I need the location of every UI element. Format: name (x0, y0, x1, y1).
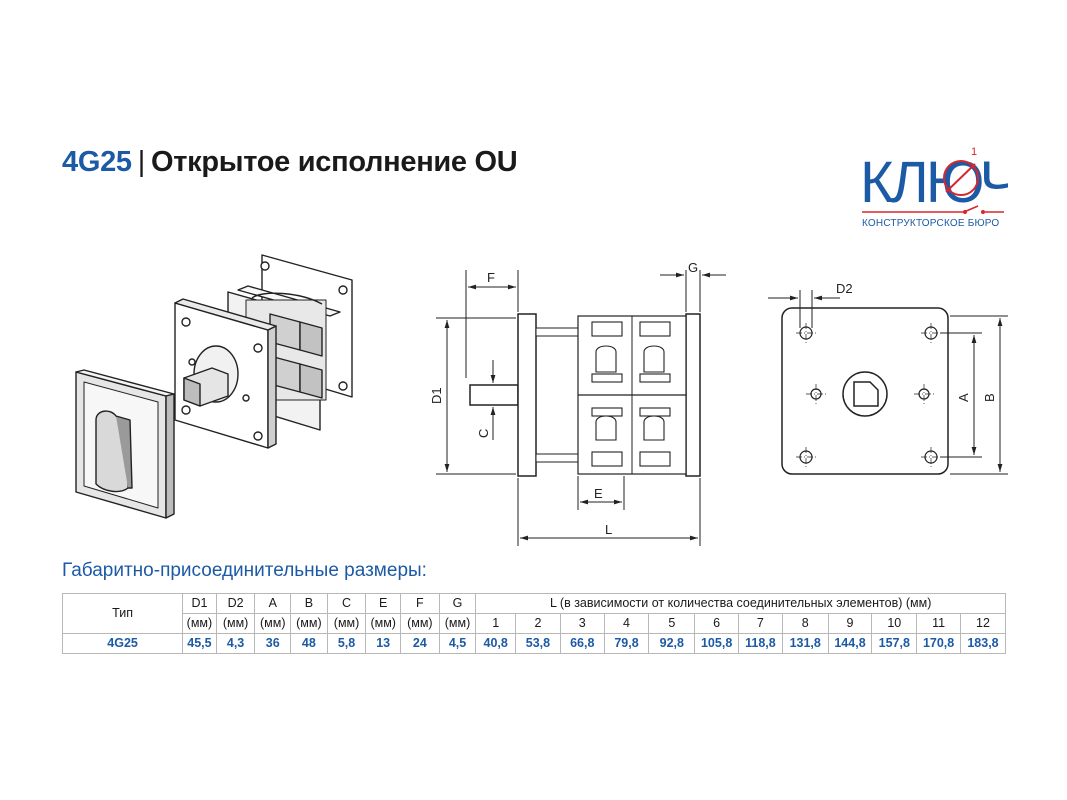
label-d1: D1 (429, 387, 444, 404)
l-value-cell: 92,8 (648, 633, 696, 654)
header-g: G (438, 593, 477, 614)
dim-cell: 48 (290, 633, 328, 654)
l-column-header: 7 (738, 613, 783, 634)
l-value-cell: 118,8 (738, 633, 783, 654)
type-cell: 4G25 (61, 633, 184, 654)
logo-dot-left (963, 210, 967, 214)
l-column-header: 1 (475, 613, 517, 634)
l-value-cell: 105,8 (694, 633, 740, 654)
header-d1: D1 (182, 593, 217, 614)
label-c: C (476, 429, 491, 438)
switch-body (174, 254, 353, 449)
dim-cell: 36 (254, 633, 292, 654)
label-e: E (594, 486, 603, 501)
page-title: 4G25|Открытое исполнение OU (62, 146, 518, 179)
dim-cell: 45,5 (182, 633, 217, 654)
logo-mark: 1 (971, 146, 977, 158)
l-column-header: 4 (603, 613, 650, 634)
terminal-details (591, 321, 671, 467)
l-header: L (в зависимости от количества соедините… (475, 593, 1006, 614)
label-b: B (982, 393, 997, 402)
dim-cell: 4,3 (215, 633, 256, 654)
company-logo: КЛЮЧ 1 КОНСТРУКТОРСКОЕ БЮРО (858, 142, 1008, 232)
dim-cell: 4,5 (438, 633, 477, 654)
l-column-header: 9 (827, 613, 873, 634)
l-column-header: 2 (515, 613, 561, 634)
front-dimensions (768, 290, 1008, 475)
l-value-cell: 183,8 (959, 633, 1007, 654)
logo-arrow (945, 163, 976, 193)
front-labels: D2 A B (836, 281, 997, 402)
label-g: G (688, 260, 698, 275)
l-value-cell: 170,8 (916, 633, 961, 654)
logo-dot-right (981, 210, 985, 214)
l-column-header: 3 (559, 613, 605, 634)
header-a: A (254, 593, 292, 614)
l-value-cell: 66,8 (559, 633, 605, 654)
type-header: Тип (61, 593, 184, 634)
l-column-header: 5 (648, 613, 696, 634)
logo-circle (943, 160, 979, 196)
table-header-row-1: Тип D1 D2 A B C E F G L (в зависимости о… (61, 593, 1006, 634)
section-subtitle: Габаритно-присоединительные размеры: (62, 560, 427, 581)
l-value-cell: 144,8 (827, 633, 873, 654)
header-c: C (326, 593, 367, 614)
l-column-header: 10 (871, 613, 918, 634)
title-separator: | (137, 146, 146, 178)
header-b: B (290, 593, 328, 614)
dim-cell: 5,8 (326, 633, 367, 654)
logo-graphic: КЛЮЧ 1 (860, 146, 1008, 215)
front-plate (517, 313, 537, 477)
unit-cell: (мм) (182, 613, 217, 634)
unit-cell: (мм) (400, 613, 440, 634)
isometric-view (75, 254, 353, 519)
title-text: Открытое исполнение OU (150, 146, 518, 178)
l-column-header: 12 (959, 613, 1007, 634)
l-column-header: 11 (916, 613, 961, 634)
shaft-square (853, 381, 879, 407)
l-value-cell: 79,8 (603, 633, 650, 654)
handle-knob (75, 369, 175, 519)
unit-cell: (мм) (326, 613, 367, 634)
table-row: 4G25 45,5 4,3 36 48 5,8 13 24 4,5 40,8 5… (61, 633, 1007, 654)
back-plate (685, 313, 701, 477)
logo-word: КЛЮЧ (860, 150, 1008, 215)
l-value-cell: 157,8 (871, 633, 918, 654)
technical-drawings: F G D1 C E L (75, 254, 1008, 546)
shaft (469, 384, 519, 406)
unit-cell: (мм) (290, 613, 328, 634)
l-value-cell: 53,8 (515, 633, 561, 654)
side-dimensions (436, 270, 726, 546)
header-f: F (400, 593, 440, 614)
l-column-header: 6 (694, 613, 740, 634)
header-d2: D2 (215, 593, 256, 614)
label-d2: D2 (836, 281, 853, 296)
unit-cell: (мм) (365, 613, 401, 634)
product-code: 4G25 (62, 146, 132, 178)
dim-cell: 24 (400, 633, 440, 654)
label-f: F (487, 270, 495, 285)
unit-cell: (мм) (254, 613, 292, 634)
logo-subtitle: КОНСТРУКТОРСКОЕ БЮРО (862, 218, 1000, 229)
unit-cell: (мм) (215, 613, 256, 634)
label-a: A (956, 393, 971, 402)
dimensions-table: Тип D1 D2 A B C E F G L (в зависимости о… (61, 593, 1007, 654)
dim-cell: 13 (365, 633, 401, 654)
header-e: E (365, 593, 401, 614)
side-view (469, 313, 701, 477)
front-view (781, 307, 949, 475)
table-header-row-2: (мм) (мм) (мм) (мм) (мм) (мм) (мм) (мм) … (63, 613, 1007, 634)
l-column-header: 8 (781, 613, 829, 634)
center-lines (796, 323, 941, 467)
l-value-cell: 40,8 (475, 633, 517, 654)
label-l: L (605, 522, 612, 537)
side-labels: F G D1 C E L (429, 260, 698, 537)
unit-cell: (мм) (438, 613, 477, 634)
l-value-cell: 131,8 (781, 633, 829, 654)
